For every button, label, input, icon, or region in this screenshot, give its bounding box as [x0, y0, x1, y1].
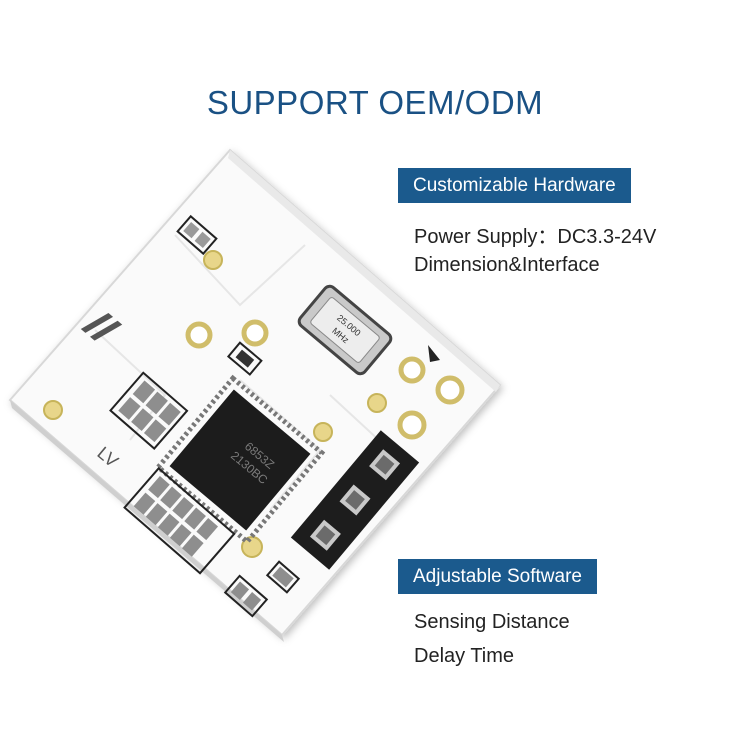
smd-resistor-bottom	[223, 574, 269, 618]
smd-capacitor-bottom	[265, 560, 301, 594]
main-ic-chip: 6853Z 2130BC	[80, 313, 326, 546]
smd-resistor-array-left	[109, 371, 189, 450]
hardware-feature-dimension-interface: Dimension&Interface	[414, 254, 600, 276]
adjustable-software-tag: Adjustable Software	[398, 559, 597, 594]
smd-transistor	[226, 341, 263, 376]
test-pads	[43, 250, 465, 558]
smd-capacitor-array-bottom	[123, 466, 236, 575]
software-feature-delay-time: Delay Time	[414, 645, 515, 667]
smd-resistor-pair	[176, 214, 218, 256]
customizable-hardware-tag: Customizable Hardware	[398, 168, 631, 203]
hardware-feature-power-supply: Power Supply：DC3.3-24V	[414, 226, 657, 248]
page-headline: SUPPORT OEM/ODM	[206, 84, 544, 121]
crystal-oscillator: 25.000 MHz	[297, 284, 393, 376]
antenna-mark	[428, 345, 440, 362]
pin-header-connector	[290, 430, 420, 570]
software-feature-sensing-distance: Sensing Distance	[414, 611, 570, 633]
